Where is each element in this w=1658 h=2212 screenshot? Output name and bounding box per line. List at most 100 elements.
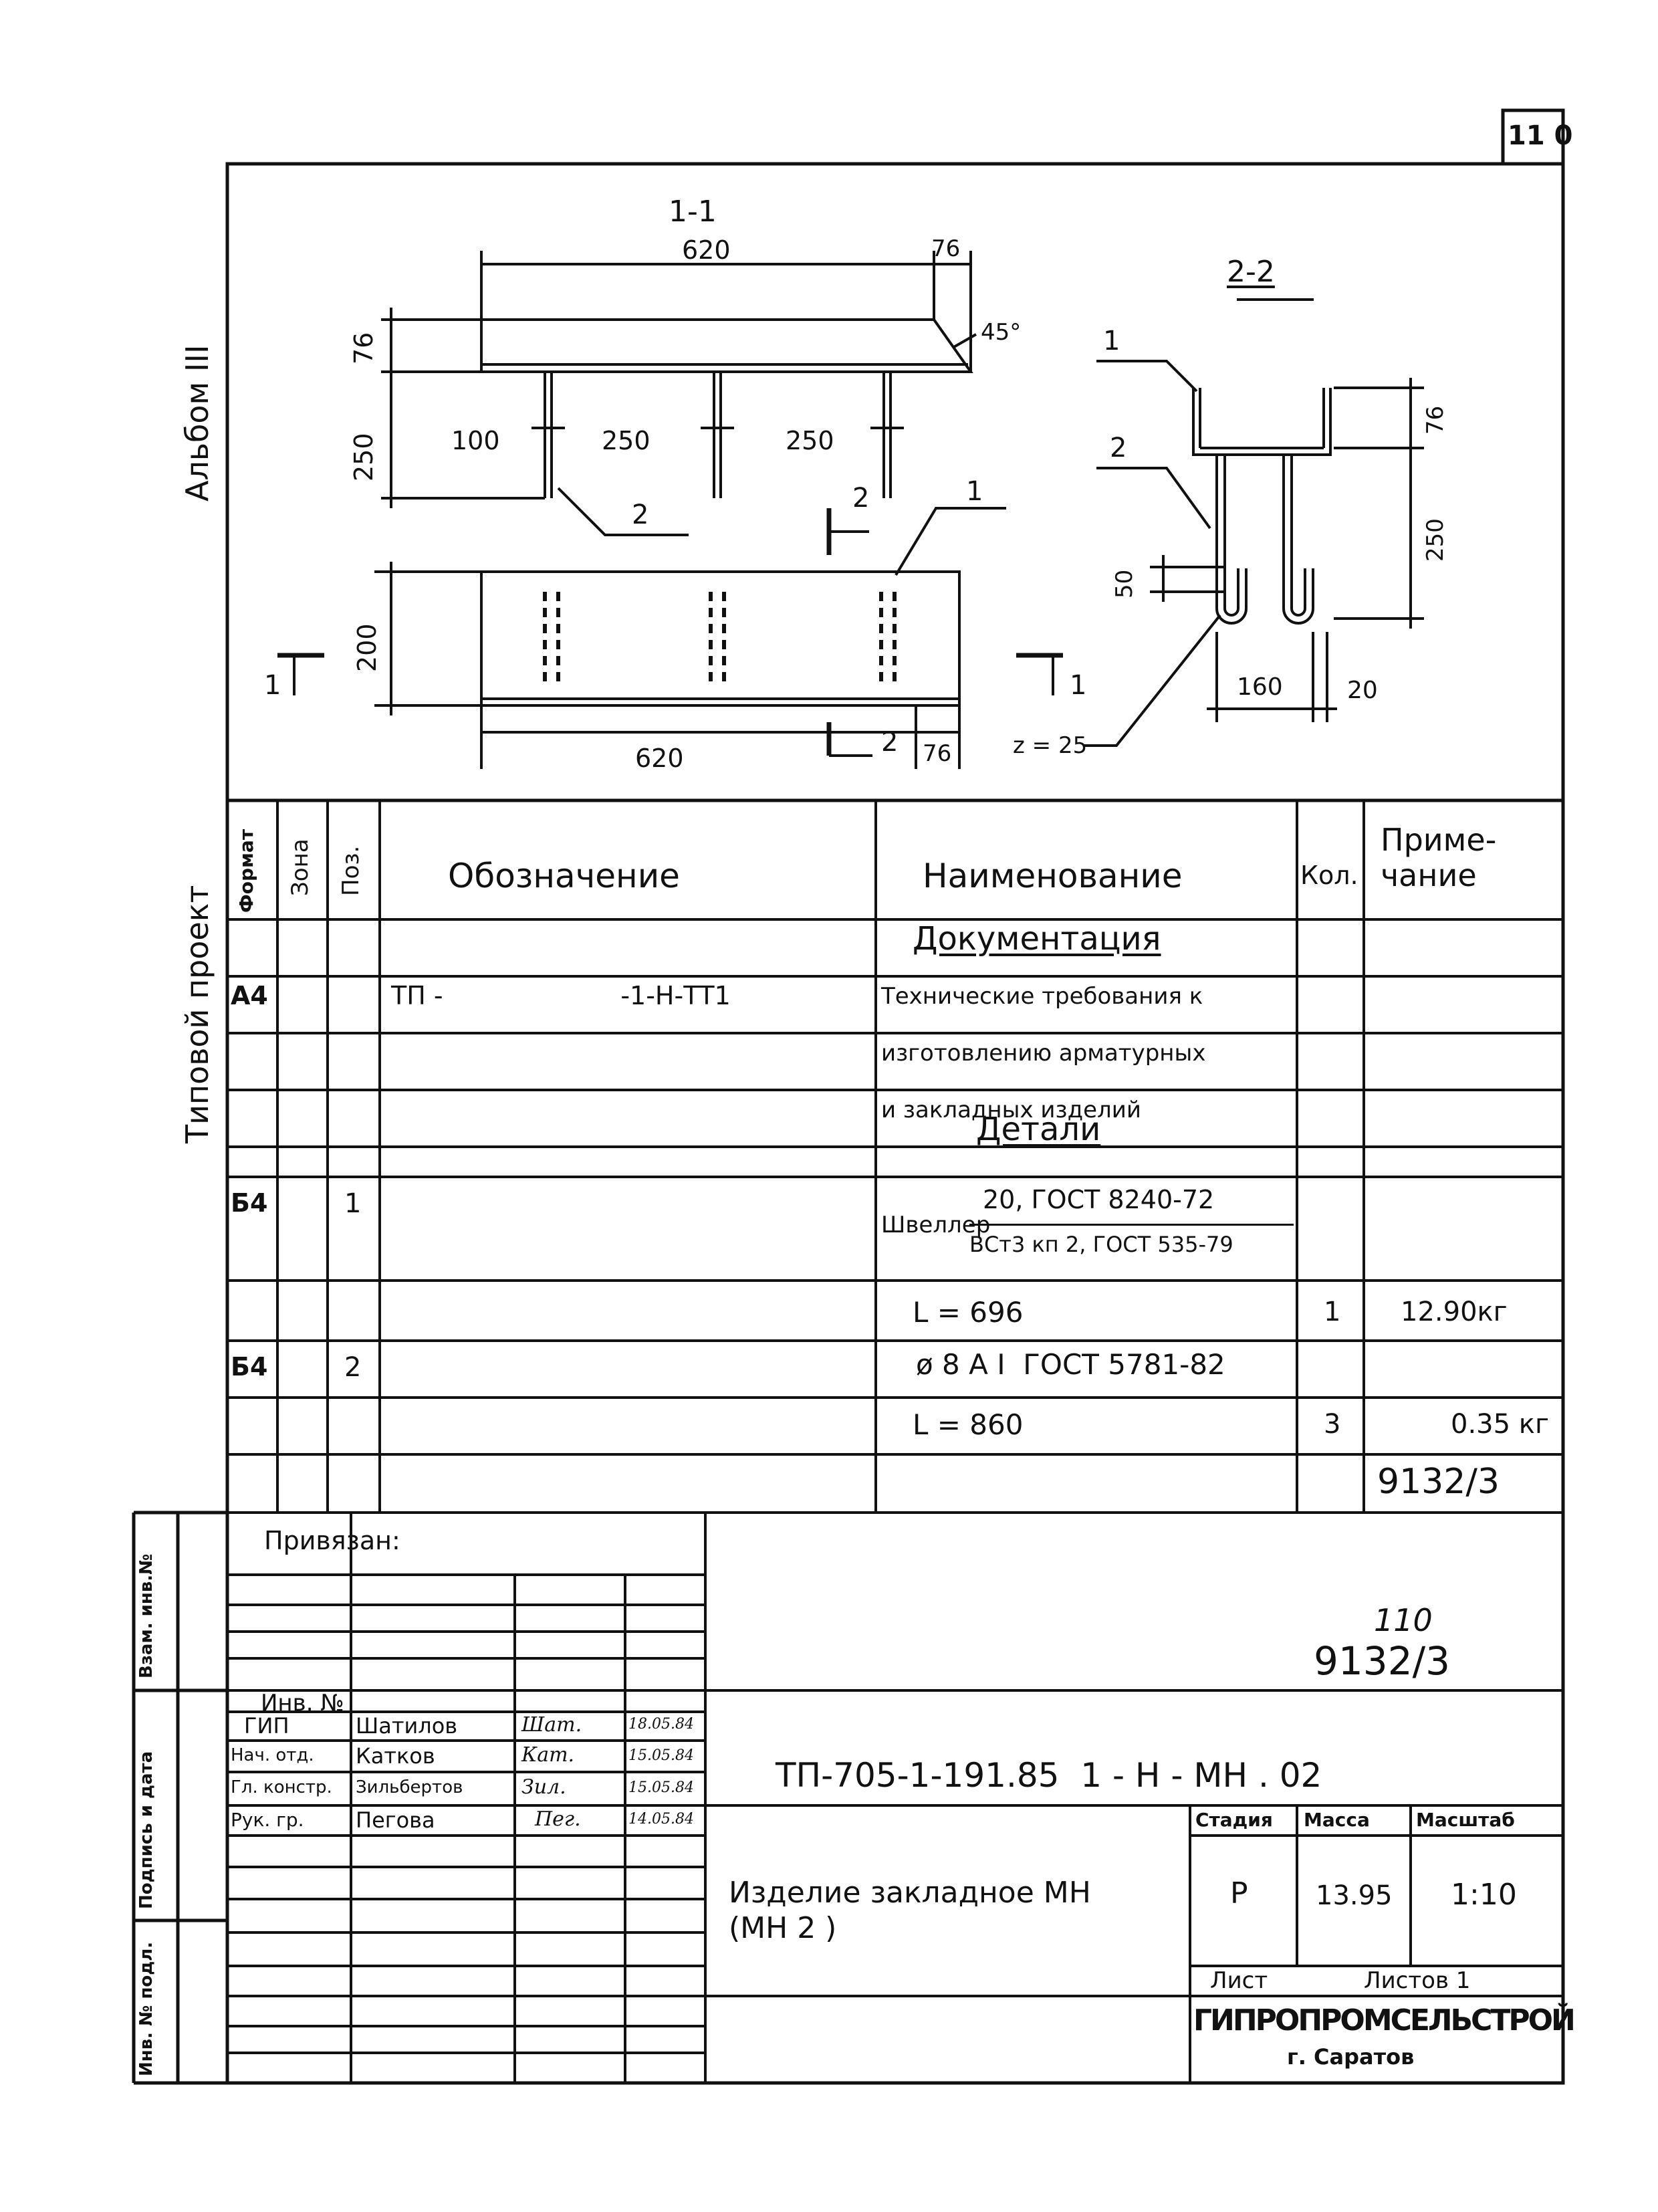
staff-date-2: 15.05.84 [628,1747,694,1764]
staff-role-4: Рук. гр. [231,1809,304,1831]
plan-view [277,507,1063,769]
organization-city: г. Саратов [1287,2044,1415,2070]
privyazan-label: Привязан: [264,1526,400,1555]
th-format: Формат [235,828,257,913]
row4-name-top: 20, ГОСТ 8240-72 [983,1185,1215,1214]
row2-name: изготовлению арматурных [881,1040,1206,1067]
dim-620-bottom: 620 [635,744,684,773]
row4-format: Б4 [231,1188,268,1218]
scale-label: Масштаб [1416,1809,1515,1831]
staff-role-2: Нач. отд. [231,1745,314,1765]
staff-sign-3: Зил. [521,1775,566,1799]
stamp-sign-date: Подпись и дата [136,1751,156,1909]
plan-anchor-marks [543,592,897,685]
dim-250-a: 250 [602,426,650,455]
dim-100: 100 [451,426,500,455]
row6-format: Б4 [231,1352,268,1381]
th-pos: Поз. [338,845,364,896]
code-small: 110 [1374,1602,1433,1638]
staff-role-3: Гл. констр. [231,1777,332,1797]
document-code: ТП-705-1-191.85 1 - Н - МН . 02 [776,1756,1322,1795]
section-1-1-title: 1-1 [669,195,717,229]
row6-name: ø 8 А I ГОСТ 5781-82 [916,1348,1225,1381]
dim-76-bottom: 76 [923,740,952,767]
stamp-replace-inv: Взам. инв.№ [136,1553,156,1678]
mass-label: Масса [1304,1809,1370,1831]
row4-pos: 1 [344,1188,362,1219]
spec-table-grid [227,800,1563,1514]
staff-name-4: Пегова [356,1807,435,1833]
staff-role-1: ГИП [244,1713,289,1739]
dim-s20: 20 [1347,677,1378,704]
section-documents: Документация [913,920,1161,958]
dim-76-left: 76 [349,332,378,364]
row5-qty: 1 [1324,1297,1341,1327]
row5-note: 12.90кг [1401,1297,1508,1327]
dim-z25: z = 25 [1013,732,1088,759]
title-block-grid [227,1513,1563,2083]
dim-s250: 250 [1422,518,1449,562]
dim-250-b: 250 [786,426,834,455]
code-big: 9132/3 [1314,1638,1451,1684]
staff-name-3: Зильбертов [356,1777,463,1797]
elevation-1-1 [381,251,977,536]
row7-qty: 3 [1324,1409,1341,1440]
organization: ГИПРОПРОМСЕЛЬСТРОЙ [1193,2003,1576,2037]
th-note: Приме- чание [1381,822,1497,893]
staff-sign-2: Кат. [521,1743,575,1767]
staff-date-3: 15.05.84 [628,1779,694,1796]
item-name: Изделие закладное МН (МН 2 ) [729,1876,1091,1945]
row3-name: и закладных изделий [881,1097,1141,1123]
row5-name: L = 696 [913,1296,1024,1329]
staff-name-2: Катков [356,1743,435,1769]
dim-angle-45: 45° [981,319,1022,346]
dim-76-top: 76 [931,235,961,262]
callout-2-elev: 2 [632,500,649,530]
dim-620-top: 620 [682,235,731,265]
row1-format: А4 [231,981,268,1010]
row7-name: L = 860 [913,1408,1024,1441]
staff-name-1: Шатилов [356,1713,458,1739]
sheet-number: 11 0 [1508,120,1573,151]
row8-note: 9132/3 [1377,1462,1500,1502]
scale-value: 1:10 [1451,1878,1517,1912]
stage-value: Р [1230,1876,1248,1910]
dim-s50: 50 [1111,569,1138,598]
callout-1-sect: 1 [1103,326,1120,356]
row1-name: Технические требования к [881,983,1203,1010]
th-designation: Обозначение [448,857,680,895]
staff-date-4: 14.05.84 [628,1811,694,1828]
fraction-bar [969,1224,1294,1226]
callout-1-plan: 1 [966,476,983,507]
album-label: Альбом III [179,344,215,502]
stamp-orig-inv: Инв. № подл. [136,1941,156,2076]
staff-sign-4: Пег. [535,1807,581,1831]
section-2-2-title: 2-2 [1227,255,1275,289]
section-details: Детали [976,1111,1101,1148]
dim-200: 200 [352,623,382,672]
cut-marker-right: 1 [1070,670,1087,701]
inv-label: Инв. № [261,1690,344,1717]
cut-marker-bottom: 2 [881,727,899,758]
row4-name-bottom: ВСт3 кп 2, ГОСТ 535-79 [969,1232,1233,1257]
project-label: Типовой проект [179,885,215,1143]
row1-designation: ТП - -1-Н-ТТ1 [391,981,731,1010]
staff-sign-1: Шат. [521,1713,582,1737]
sheet-label: Лист [1210,1967,1268,1994]
th-zone: Зона [287,839,314,896]
dim-s160: 160 [1237,673,1283,701]
stage-label: Стадия [1195,1809,1273,1831]
sheets-label: Листов 1 [1364,1967,1471,1994]
dim-250-left: 250 [349,433,378,481]
cut-marker-left: 1 [264,670,281,701]
dim-s76: 76 [1422,405,1449,435]
th-qty: Кол. [1300,861,1358,890]
row7-note: 0.35 кг [1451,1409,1549,1440]
staff-date-1: 18.05.84 [628,1716,694,1733]
callout-2-sect: 2 [1110,433,1127,463]
row6-pos: 2 [344,1352,362,1383]
th-name: Наименование [923,857,1183,895]
callout-2-cut-top: 2 [852,483,870,514]
section-2-2 [1083,298,1424,747]
